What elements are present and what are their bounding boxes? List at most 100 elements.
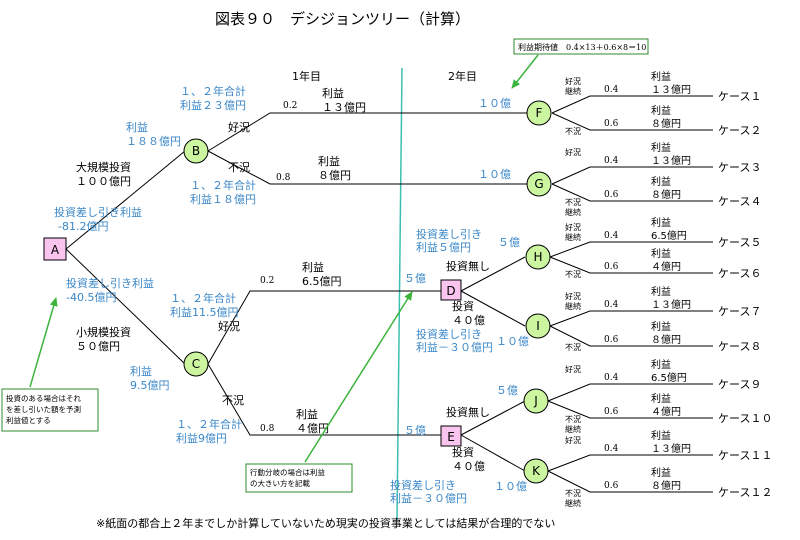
leaf-profit-label-7: 利益 (651, 285, 671, 298)
leaf-condition-4: 継続 (565, 207, 581, 217)
leaf-prob-4: 0.6 (604, 190, 619, 200)
e-value: ５億 (404, 424, 426, 437)
leaf-condition-10: 継続 (565, 424, 581, 434)
case-label-8: ケース８ (718, 340, 761, 353)
b-bad-label: 不況 (228, 160, 250, 174)
case-label-11: ケース１１ (718, 449, 772, 462)
expected-value-callout (513, 38, 649, 55)
node-f-label: F (536, 106, 543, 120)
prob-b-bad: 0.8 (276, 173, 291, 183)
case-label-1: ケース１ (718, 90, 761, 103)
d-no-invest-label: 投資無し (446, 259, 490, 273)
sum-18-value: 利益１８億円 (190, 192, 256, 206)
case-label-3: ケース３ (718, 161, 761, 174)
leaf-profit-label-5: 利益 (651, 216, 671, 229)
year1-header: 1年目 (292, 69, 321, 83)
node-c-label: C (192, 357, 200, 371)
sum-11-label: １、２年合計 (170, 291, 236, 305)
node-e-label: E (447, 430, 455, 444)
profit-95-value: 9.5億円 (130, 379, 170, 392)
k-net-value: 利益－３０億円 (390, 491, 467, 505)
year-divider-line (396, 67, 403, 521)
leaf-prob-6: 0.6 (604, 262, 619, 272)
leaf-profit-value-8: ８億円 (651, 333, 681, 346)
branch-note-line2: の大きい方を記載 (250, 478, 310, 488)
c-bad-profit-value: ４億円 (296, 422, 329, 435)
g-value: １０億 (478, 168, 511, 181)
chance-node-f (526, 100, 552, 126)
chance-node-b (183, 138, 209, 164)
prob-c-good: 0.2 (260, 276, 274, 286)
f-value: １０億 (478, 97, 511, 110)
chance-node-h (525, 244, 551, 270)
node-g-label: G (534, 177, 543, 191)
branch-note-callout (245, 463, 353, 493)
decision-node-a (43, 237, 67, 261)
diagram-title: 図表９０ デシジョンツリー（計算） (215, 10, 470, 28)
tree-lines (65, 95, 713, 493)
leaf-profit-value-11: １３億円 (651, 442, 691, 455)
chance-node-c (183, 351, 209, 377)
node-a-label: A (51, 243, 60, 257)
leaf-prob-11: 0.4 (604, 444, 619, 454)
net-minus-40-value: -40.5億円 (66, 291, 116, 304)
b-bad-profit-label: 利益 (318, 154, 340, 168)
leaf-prob-8: 0.6 (604, 335, 619, 345)
leaf-profit-label-8: 利益 (651, 320, 671, 333)
branch-note-line1: 行動分岐の場合は利益 (250, 467, 325, 477)
leaf-prob-10: 0.6 (604, 407, 619, 417)
leaf-condition-11: 好況 (565, 435, 581, 445)
leaf-profit-label-12: 利益 (651, 466, 671, 479)
node-d-label: D (446, 284, 455, 298)
leaf-prob-9: 0.4 (604, 373, 619, 383)
sum-9-label: １、２年合計 (176, 417, 242, 431)
k-net-label: 投資差し引き (390, 478, 456, 492)
leaf-condition-5: 継続 (565, 232, 581, 242)
decision-node-e (440, 425, 462, 447)
chance-node-j (523, 388, 549, 414)
j-value: ５億 (496, 384, 518, 397)
leaf-condition-7: 好況 (565, 291, 581, 301)
case-label-12: ケース１２ (718, 486, 772, 499)
leaf-condition-3: 好況 (565, 147, 581, 157)
leaf-prob-3: 0.4 (604, 156, 619, 166)
leaf-condition-10: 不況 (565, 415, 581, 424)
e-invest-value: ４０億 (452, 460, 485, 473)
i-value: １０億 (496, 335, 529, 348)
case-label-7: ケース７ (718, 305, 761, 318)
leaf-prob-2: 0.6 (604, 119, 619, 129)
h-value: ５億 (498, 236, 520, 249)
leaf-condition-8: 不況 (565, 343, 581, 352)
footnote: ※紙面の都合上２年までしか計算していないため現実の投資事業としては結果が合理的で… (96, 516, 555, 530)
c-good-profit-label: 利益 (302, 260, 324, 274)
leaf-profit-value-9: 6.5億円 (651, 371, 687, 384)
leaf-profit-label-9: 利益 (651, 358, 671, 371)
leaf-condition-12: 継続 (565, 498, 581, 508)
leaf-profit-label-11: 利益 (651, 429, 671, 442)
decision-node-d (440, 279, 462, 301)
leaf-condition-1: 継続 (565, 86, 581, 96)
investment-note-line1: 投資のある場合はそれ (6, 393, 81, 403)
e-invest-label: 投資 (452, 445, 474, 459)
d-invest-label: 投資 (452, 299, 474, 313)
leaf-condition-7: 継続 (565, 301, 581, 311)
b-good-label: 好況 (228, 120, 250, 134)
leaf-condition-9: 好況 (565, 364, 581, 374)
d-net-value: 利益５億円 (416, 240, 471, 254)
node-j-label: J (533, 394, 538, 408)
profit-95-label: 利益 (130, 364, 152, 378)
node-h-label: H (533, 250, 542, 264)
leaf-profit-value-4: ８億円 (651, 188, 681, 201)
big-invest-value: １００億円 (76, 175, 131, 188)
b-bad-profit-value: ８億円 (318, 169, 351, 182)
sum-9-value: 利益9億円 (176, 431, 227, 445)
node-b-label: B (192, 144, 200, 158)
investment-note-arrow (29, 297, 58, 388)
i-net-value: 利益－３０億円 (416, 340, 493, 354)
leaf-profit-value-12: ８億円 (651, 479, 681, 492)
leaf-condition-4: 不況 (565, 198, 581, 207)
investment-note-line2: を差し引いた額を予測 (6, 404, 81, 414)
case-label-6: ケース６ (718, 267, 761, 280)
d-net-label: 投資差し引き (416, 227, 482, 241)
